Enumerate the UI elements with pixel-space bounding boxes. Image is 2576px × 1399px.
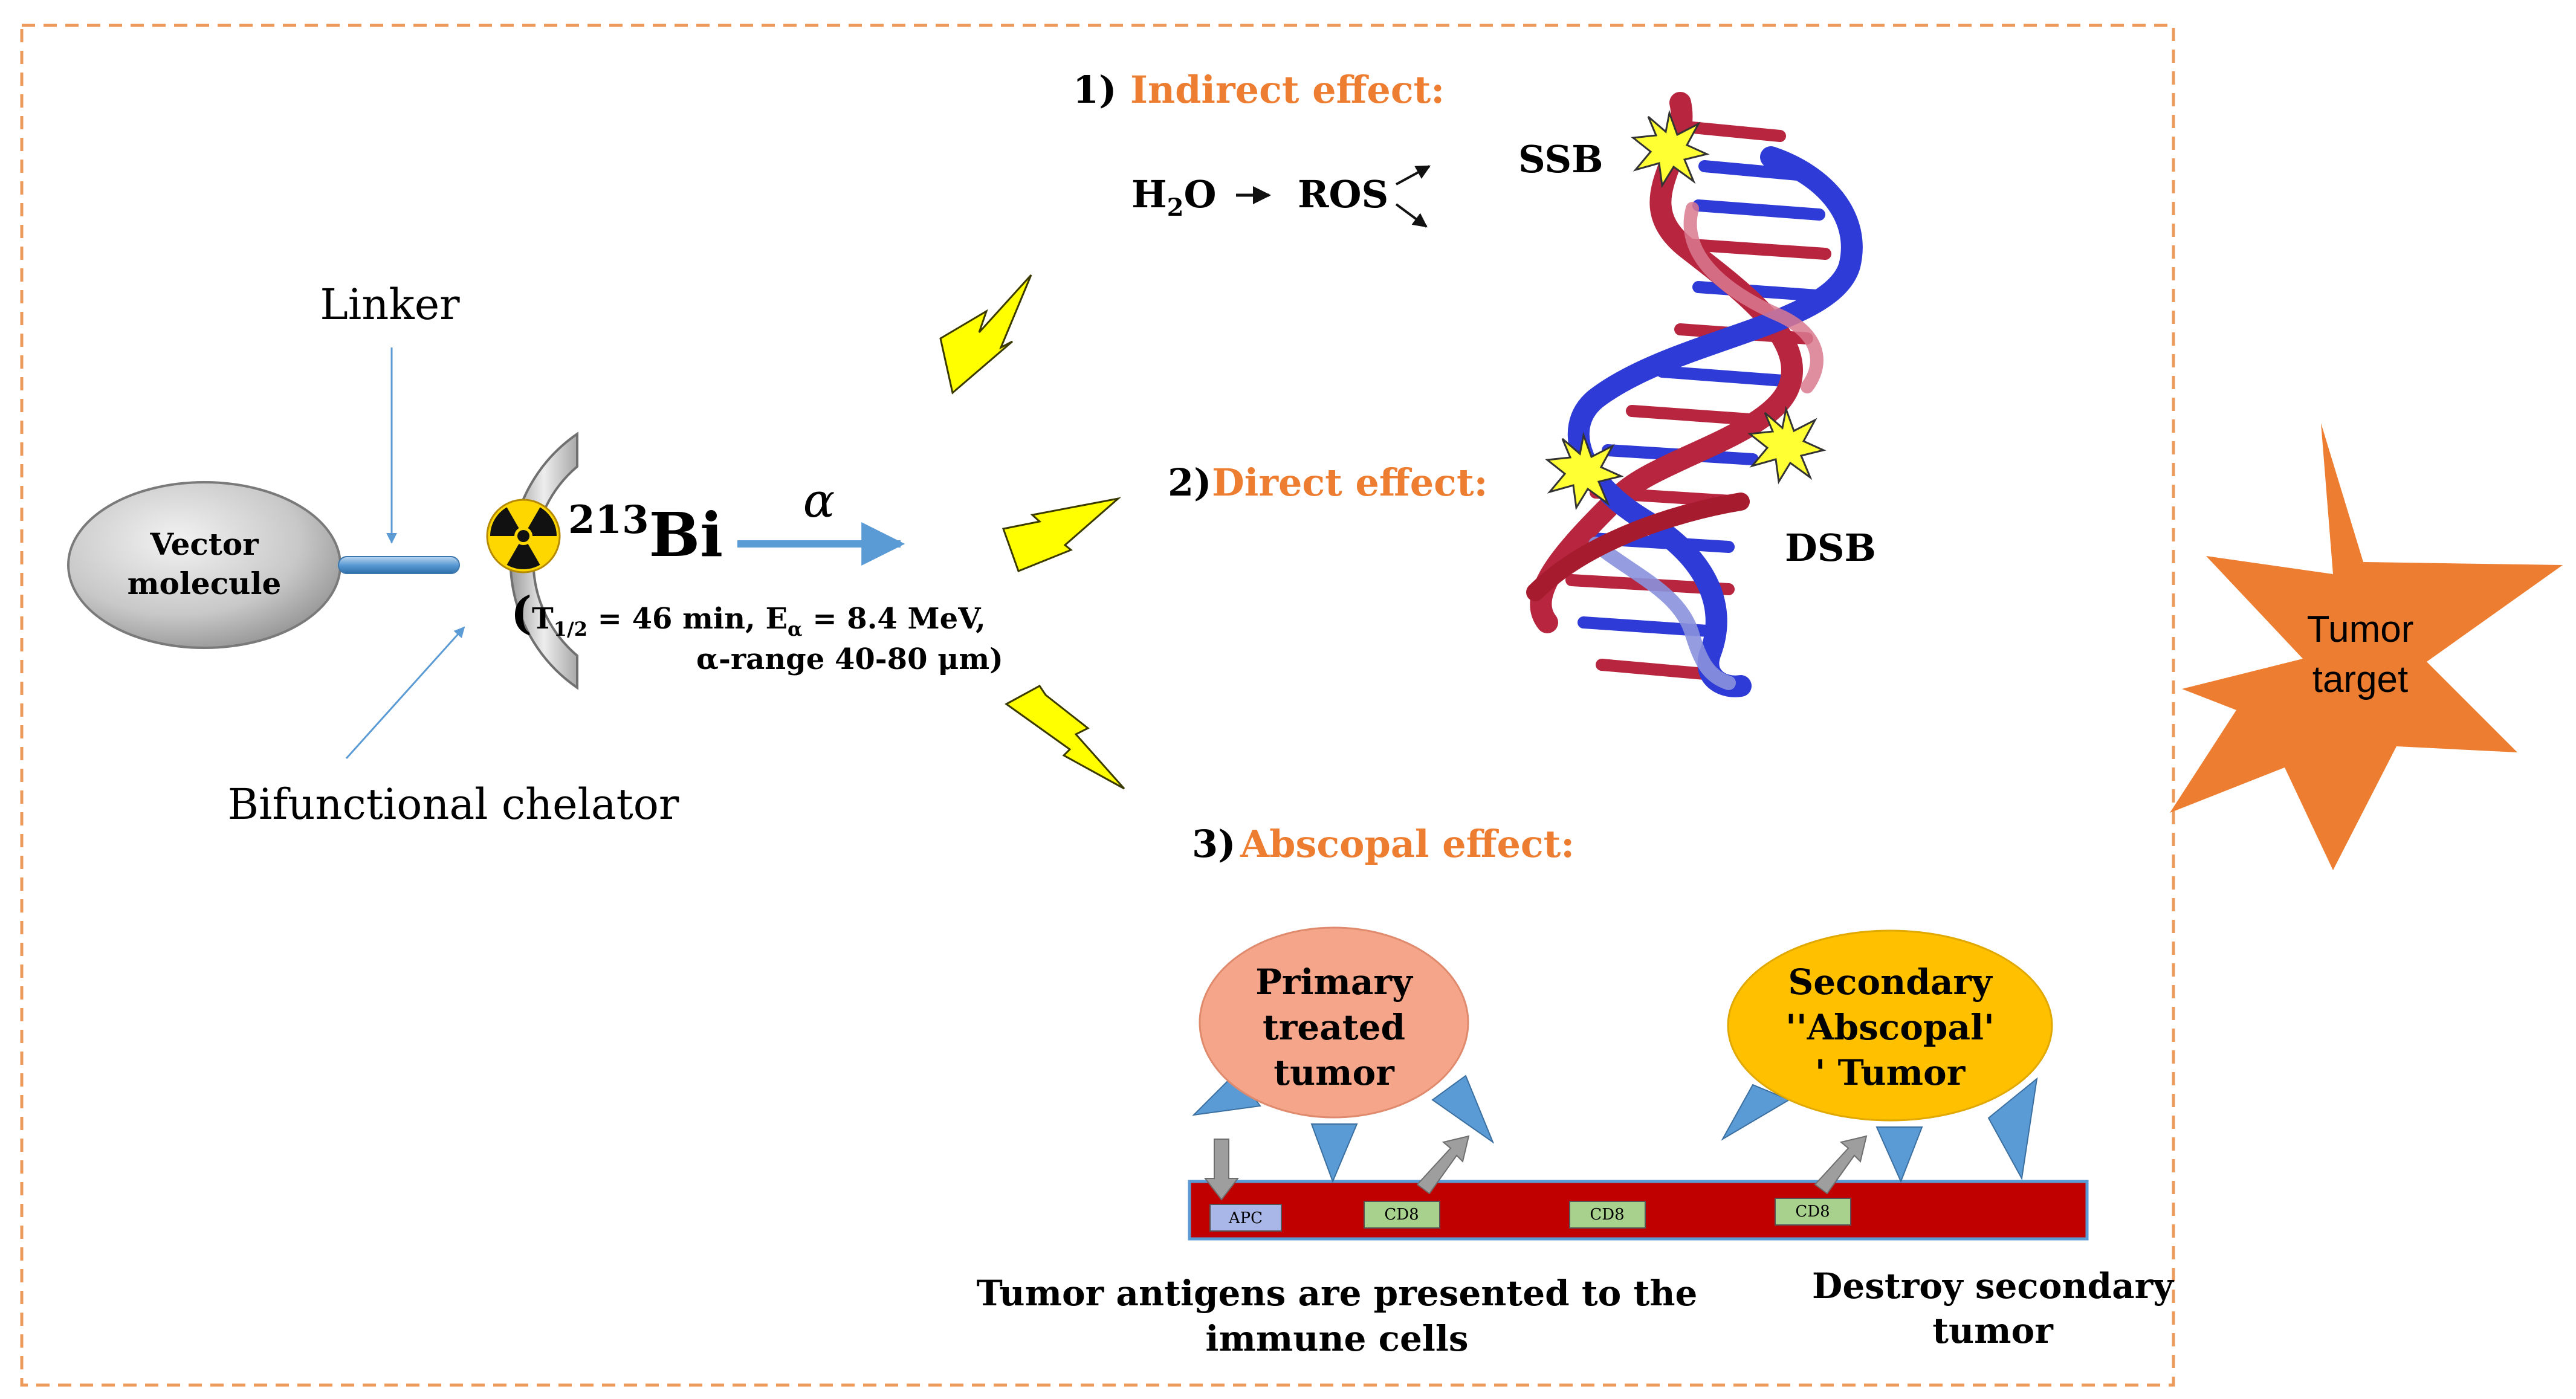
secondary-label-line3: ' Tumor bbox=[1815, 1052, 1966, 1093]
tumor-target: Tumor target bbox=[2170, 423, 2563, 870]
secondary-label-line2: ''Abscopal' bbox=[1785, 1007, 1995, 1048]
caption-left-line1: Tumor antigens are presented to the bbox=[977, 1273, 1698, 1314]
ssb-label: SSB bbox=[1518, 137, 1604, 181]
secondary-label-line1: Secondary bbox=[1788, 961, 1993, 1003]
cd8-cell: CD8 bbox=[1569, 1201, 1646, 1229]
energy-rest: = 8.4 MeV, bbox=[803, 602, 986, 636]
isotope-mass: 213 bbox=[568, 497, 649, 543]
dna-strand-blue bbox=[1567, 146, 1863, 697]
half-life-sub: 1/2 bbox=[554, 618, 587, 641]
dashed-frame bbox=[20, 24, 2175, 1387]
up-right-arrow-icon bbox=[1416, 1135, 1470, 1195]
radioconjugate: Vector molecule 213Bi α (T1/2 = 46 min, … bbox=[67, 280, 1003, 829]
half-life-rest: = 46 min, E bbox=[587, 602, 788, 636]
caption-left-line2: immune cells bbox=[1205, 1318, 1468, 1359]
antigen-triangle bbox=[1721, 1084, 1791, 1141]
dna-rung bbox=[1680, 121, 1786, 142]
caption-right-line1: Destroy secondary bbox=[1812, 1265, 2175, 1307]
dsb-label: DSB bbox=[1785, 526, 1876, 570]
dna-strand-pink bbox=[1683, 202, 1824, 393]
secondary-tumor-ellipse bbox=[1727, 929, 2053, 1122]
dna-double-helix bbox=[1526, 92, 1863, 697]
ros-label: ROS bbox=[1298, 172, 1388, 216]
isotope-props-line1: (T1/2 = 46 min, Eα = 8.4 MeV, bbox=[511, 587, 986, 641]
dna-rung bbox=[1686, 239, 1831, 260]
props-paren: ( bbox=[511, 587, 532, 639]
up-right-arrow-icon bbox=[1814, 1135, 1868, 1195]
down-arrow-icon bbox=[1203, 1139, 1240, 1201]
primary-label-line3: tumor bbox=[1273, 1052, 1395, 1093]
chelator-label: Bifunctional chelator bbox=[228, 780, 679, 829]
indirect-number: 1) bbox=[1073, 68, 1116, 112]
vector-label-line1: Vector bbox=[149, 526, 259, 562]
vector-label-line2: molecule bbox=[128, 566, 282, 601]
isotope-label: 213Bi bbox=[568, 497, 723, 570]
dna-strand-red bbox=[1530, 92, 1803, 633]
primary-tumor-ellipse bbox=[1199, 926, 1469, 1119]
dna-rung bbox=[1596, 659, 1710, 680]
lightning-bolt-icon bbox=[1005, 685, 1125, 790]
cd8-cell: CD8 bbox=[1775, 1198, 1851, 1226]
isotope-symbol: Bi bbox=[649, 499, 723, 570]
apc-label: APC bbox=[1228, 1209, 1263, 1227]
abscopal-title: Abscopal effect: bbox=[1240, 822, 1574, 866]
apc-box bbox=[1209, 1204, 1282, 1232]
immune-arrows bbox=[1203, 1135, 1868, 1201]
tumor-target-starburst bbox=[2170, 423, 2563, 870]
caption-right-line2: tumor bbox=[1932, 1310, 2054, 1351]
cd8-label: CD8 bbox=[1384, 1206, 1419, 1224]
dna-strand-red-lower bbox=[1526, 493, 1750, 601]
indirect-effect: 1) Indirect effect: H2O ROS SSB bbox=[1073, 68, 1604, 228]
lightning-bolt-icon bbox=[939, 274, 1032, 395]
antigen-triangle bbox=[1431, 1074, 1495, 1144]
direct-title: Direct effect: bbox=[1212, 460, 1487, 505]
isotope-props-line2: α-range 40-80 μm) bbox=[696, 642, 1003, 676]
direct-number: 2) bbox=[1168, 460, 1211, 505]
abscopal-number: 3) bbox=[1192, 822, 1235, 866]
energy-sub: α bbox=[788, 618, 803, 641]
half-life-T: T bbox=[532, 602, 554, 636]
cd8-label: CD8 bbox=[1590, 1206, 1624, 1224]
ros-arrow-down bbox=[1395, 203, 1428, 228]
h2o-O: O bbox=[1183, 172, 1216, 216]
h2o-H: H bbox=[1131, 172, 1167, 216]
dsb-starburst-icon bbox=[1747, 405, 1827, 485]
linker-bar bbox=[338, 556, 460, 574]
dna-rung bbox=[1656, 366, 1789, 387]
antigen-triangle bbox=[1875, 1126, 1923, 1183]
apc-cell: APC bbox=[1209, 1204, 1282, 1232]
h2o-formula: H2O bbox=[1131, 172, 1216, 222]
linker-label: Linker bbox=[320, 280, 460, 329]
antigen-triangle bbox=[1310, 1123, 1358, 1183]
antigen-triangle bbox=[1987, 1077, 2038, 1181]
cd8-label: CD8 bbox=[1795, 1203, 1830, 1221]
cd8-box bbox=[1364, 1201, 1440, 1229]
dna-strand-lightblue bbox=[1588, 537, 1736, 690]
ros-arrow-up bbox=[1396, 165, 1431, 186]
chelator-pointer-arrow bbox=[345, 626, 465, 760]
tumor-target-line1: Tumor bbox=[2307, 609, 2414, 650]
h2o-sub: 2 bbox=[1167, 193, 1184, 222]
dsb-starburst-icon bbox=[1545, 431, 1624, 511]
primary-label-line1: Primary bbox=[1255, 961, 1414, 1003]
lightning-bolt-icon bbox=[1002, 497, 1122, 572]
radiation-trefoil-icon bbox=[486, 499, 561, 573]
lightning-bolts bbox=[939, 274, 1125, 790]
cd8-cell: CD8 bbox=[1364, 1201, 1440, 1229]
dna-rung bbox=[1692, 281, 1831, 302]
cd8-box bbox=[1775, 1198, 1851, 1226]
alpha-symbol: α bbox=[803, 474, 835, 528]
dna-rung bbox=[1692, 199, 1825, 221]
dna-rung bbox=[1626, 405, 1765, 426]
ssb-starburst-icon bbox=[1631, 109, 1710, 189]
direct-effect: 2) Direct effect: DSB bbox=[1168, 460, 1876, 570]
vector-molecule-ellipse bbox=[67, 481, 341, 649]
tumor-target-line2: target bbox=[2312, 659, 2409, 700]
cd8-box bbox=[1569, 1201, 1646, 1229]
primary-label-line2: treated bbox=[1263, 1007, 1405, 1048]
abscopal-effect: 3) Abscopal effect: Primary treated tumo… bbox=[977, 822, 2175, 1359]
indirect-title: Indirect effect: bbox=[1130, 68, 1445, 112]
